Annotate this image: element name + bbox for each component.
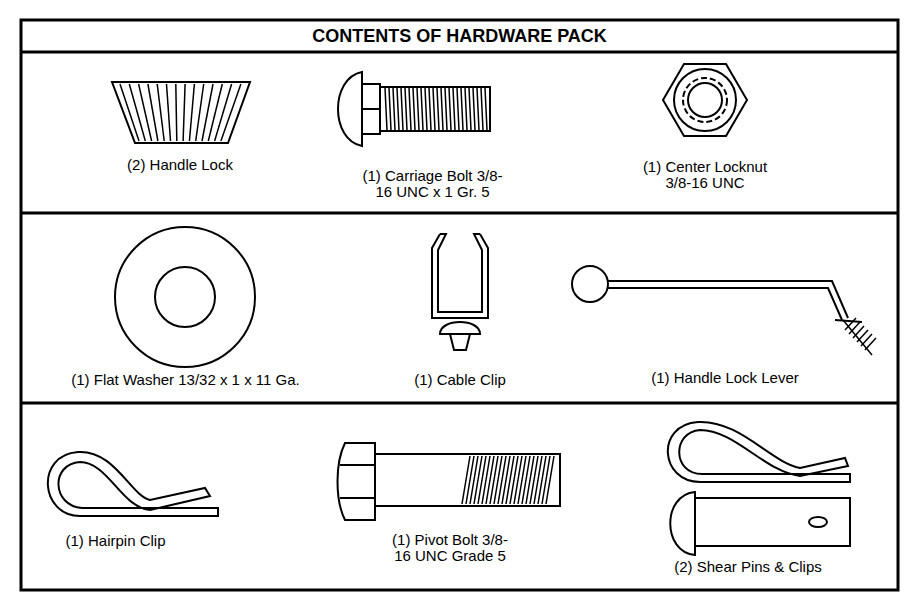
detail-stroke [176, 84, 177, 141]
part-label: (1) Center Locknut 3/8-16 UNC [642, 159, 768, 191]
part-label: (1) Pivot Bolt 3/8-16 UNC Grade 5 [392, 532, 508, 564]
detail-stroke [542, 456, 550, 504]
detail-stroke [534, 456, 542, 504]
detail-stroke [385, 88, 387, 130]
detail-stroke [465, 88, 467, 130]
detail-stroke [526, 456, 534, 504]
handle-lock-drawing [112, 82, 250, 143]
detail-stroke [433, 88, 435, 130]
detail-stroke [148, 84, 158, 141]
detail-stroke [486, 456, 494, 504]
detail-stroke [470, 456, 478, 504]
detail-stroke [425, 88, 427, 130]
detail-stroke [157, 84, 164, 141]
detail-stroke [473, 88, 475, 130]
detail-stroke [397, 88, 399, 130]
detail-stroke [417, 88, 419, 130]
detail-stroke [189, 84, 194, 141]
detail-stroke [445, 88, 447, 130]
detail-stroke [421, 88, 423, 130]
part-label: (1) Hairpin Clip [64, 533, 167, 549]
detail-stroke [215, 84, 232, 141]
row-divider [21, 51, 898, 54]
detail-stroke [429, 88, 431, 130]
detail-stroke [461, 88, 463, 130]
detail-stroke [466, 456, 474, 504]
table-border [21, 20, 898, 590]
detail-stroke [462, 456, 470, 504]
detail-stroke [474, 456, 482, 504]
detail-stroke [522, 456, 530, 504]
row-divider [21, 212, 898, 215]
detail-stroke [538, 456, 546, 504]
detail-stroke [530, 456, 538, 504]
flat-washer-drawing [115, 227, 255, 367]
detail-stroke [482, 456, 490, 504]
detail-stroke [208, 84, 222, 141]
detail-stroke [196, 84, 204, 141]
handle-lock-lever-drawing [572, 266, 876, 355]
detail-stroke [183, 84, 185, 141]
cable-clip-drawing [432, 234, 488, 350]
detail-stroke [477, 88, 479, 130]
detail-stroke [510, 456, 518, 504]
part-label: (1) Flat Washer 13/32 x 1 x 11 Ga. [70, 372, 301, 388]
part-label: (1) Cable Clip [413, 372, 507, 388]
detail-stroke [409, 88, 411, 130]
detail-stroke [490, 456, 498, 504]
center-locknut-drawing [663, 64, 747, 136]
pivot-bolt-drawing [338, 443, 561, 520]
detail-stroke [202, 84, 213, 141]
detail-stroke [405, 88, 407, 130]
detail-stroke [221, 84, 241, 141]
detail-stroke [401, 88, 403, 130]
detail-stroke [449, 88, 451, 130]
detail-stroke [494, 456, 502, 504]
detail-stroke [506, 456, 514, 504]
part-label: (2) Shear Pins & Clips [673, 559, 823, 575]
detail-stroke [546, 456, 554, 504]
detail-stroke [518, 456, 526, 504]
detail-stroke [453, 88, 455, 130]
detail-stroke [120, 84, 139, 141]
part-label: (2) Handle Lock [126, 157, 234, 173]
detail-stroke [478, 456, 486, 504]
detail-stroke [437, 88, 439, 130]
detail-stroke [485, 88, 487, 130]
detail-stroke [502, 456, 510, 504]
detail-stroke [413, 88, 415, 130]
hairpin-clip-drawing [48, 452, 218, 516]
detail-stroke [843, 320, 872, 355]
detail-stroke [441, 88, 443, 130]
detail-stroke [389, 88, 391, 130]
detail-stroke [469, 88, 471, 130]
carriage-bolt-drawing [338, 72, 490, 146]
detail-stroke [129, 84, 145, 141]
row-divider [21, 402, 898, 405]
table-title: CONTENTS OF HARDWARE PACK [21, 25, 898, 47]
detail-stroke [514, 456, 522, 504]
shear-pin-clip-drawing [668, 422, 850, 555]
detail-stroke [498, 456, 506, 504]
detail-stroke [457, 88, 459, 130]
detail-stroke [481, 88, 483, 130]
detail-stroke [393, 88, 395, 130]
part-label: (1) Carriage Bolt 3/8-16 UNC x 1 Gr. 5 [362, 168, 503, 200]
part-label: (1) Handle Lock Lever [650, 370, 800, 386]
detail-stroke [167, 84, 171, 141]
